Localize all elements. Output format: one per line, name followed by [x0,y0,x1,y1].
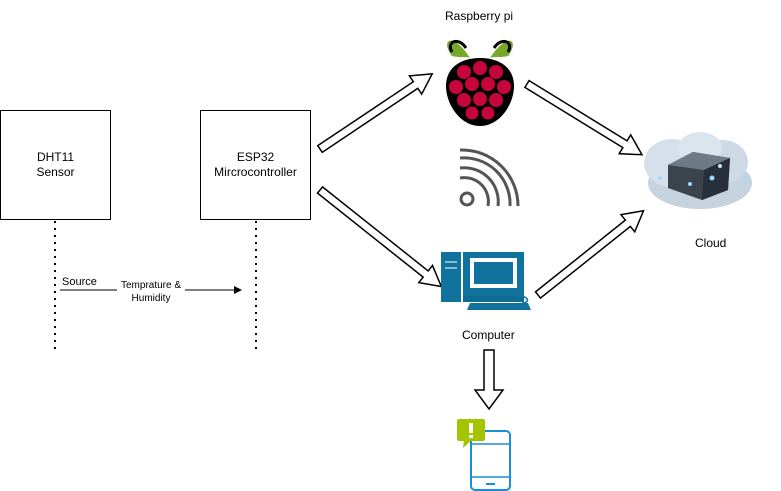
arrow-computer-to-phone [473,349,505,411]
esp32-label-line2: Mircrocontroller [214,165,297,179]
raspberry-pi-icon [446,39,514,126]
raspberry-pi-label: Raspberry pi [445,9,514,23]
esp32-label-line1: ESP32 [236,150,275,164]
computer-icon [441,252,531,310]
message-label-line1: Temprature & [120,280,182,291]
dht11-sensor-label-line2: Sensor [36,165,75,179]
cloud-label: Cloud [695,236,727,250]
mobile-phone-icon [470,430,511,491]
cloud-icon [644,132,752,209]
arrow-computer-to-cloud [534,209,645,300]
dht11-sensor-box: DHT11 Sensor [0,110,111,220]
esp32-microcontroller-box: ESP32 Mircrocontroller [200,110,311,220]
message-label-line2: Humidity [131,293,171,304]
message-arrow-head [234,286,242,294]
arrow-mcu-to-raspberry [316,73,434,154]
computer-label: Computer [462,328,515,342]
arrow-mcu-to-computer [316,185,443,288]
source-label: Source [62,276,97,288]
alert-icon [457,419,485,448]
message-label: Temprature & Humidity [115,279,187,305]
arrow-raspberry-to-cloud [523,79,644,156]
wifi-icon [459,148,520,207]
dht11-sensor-label-line1: DHT11 [36,150,75,164]
